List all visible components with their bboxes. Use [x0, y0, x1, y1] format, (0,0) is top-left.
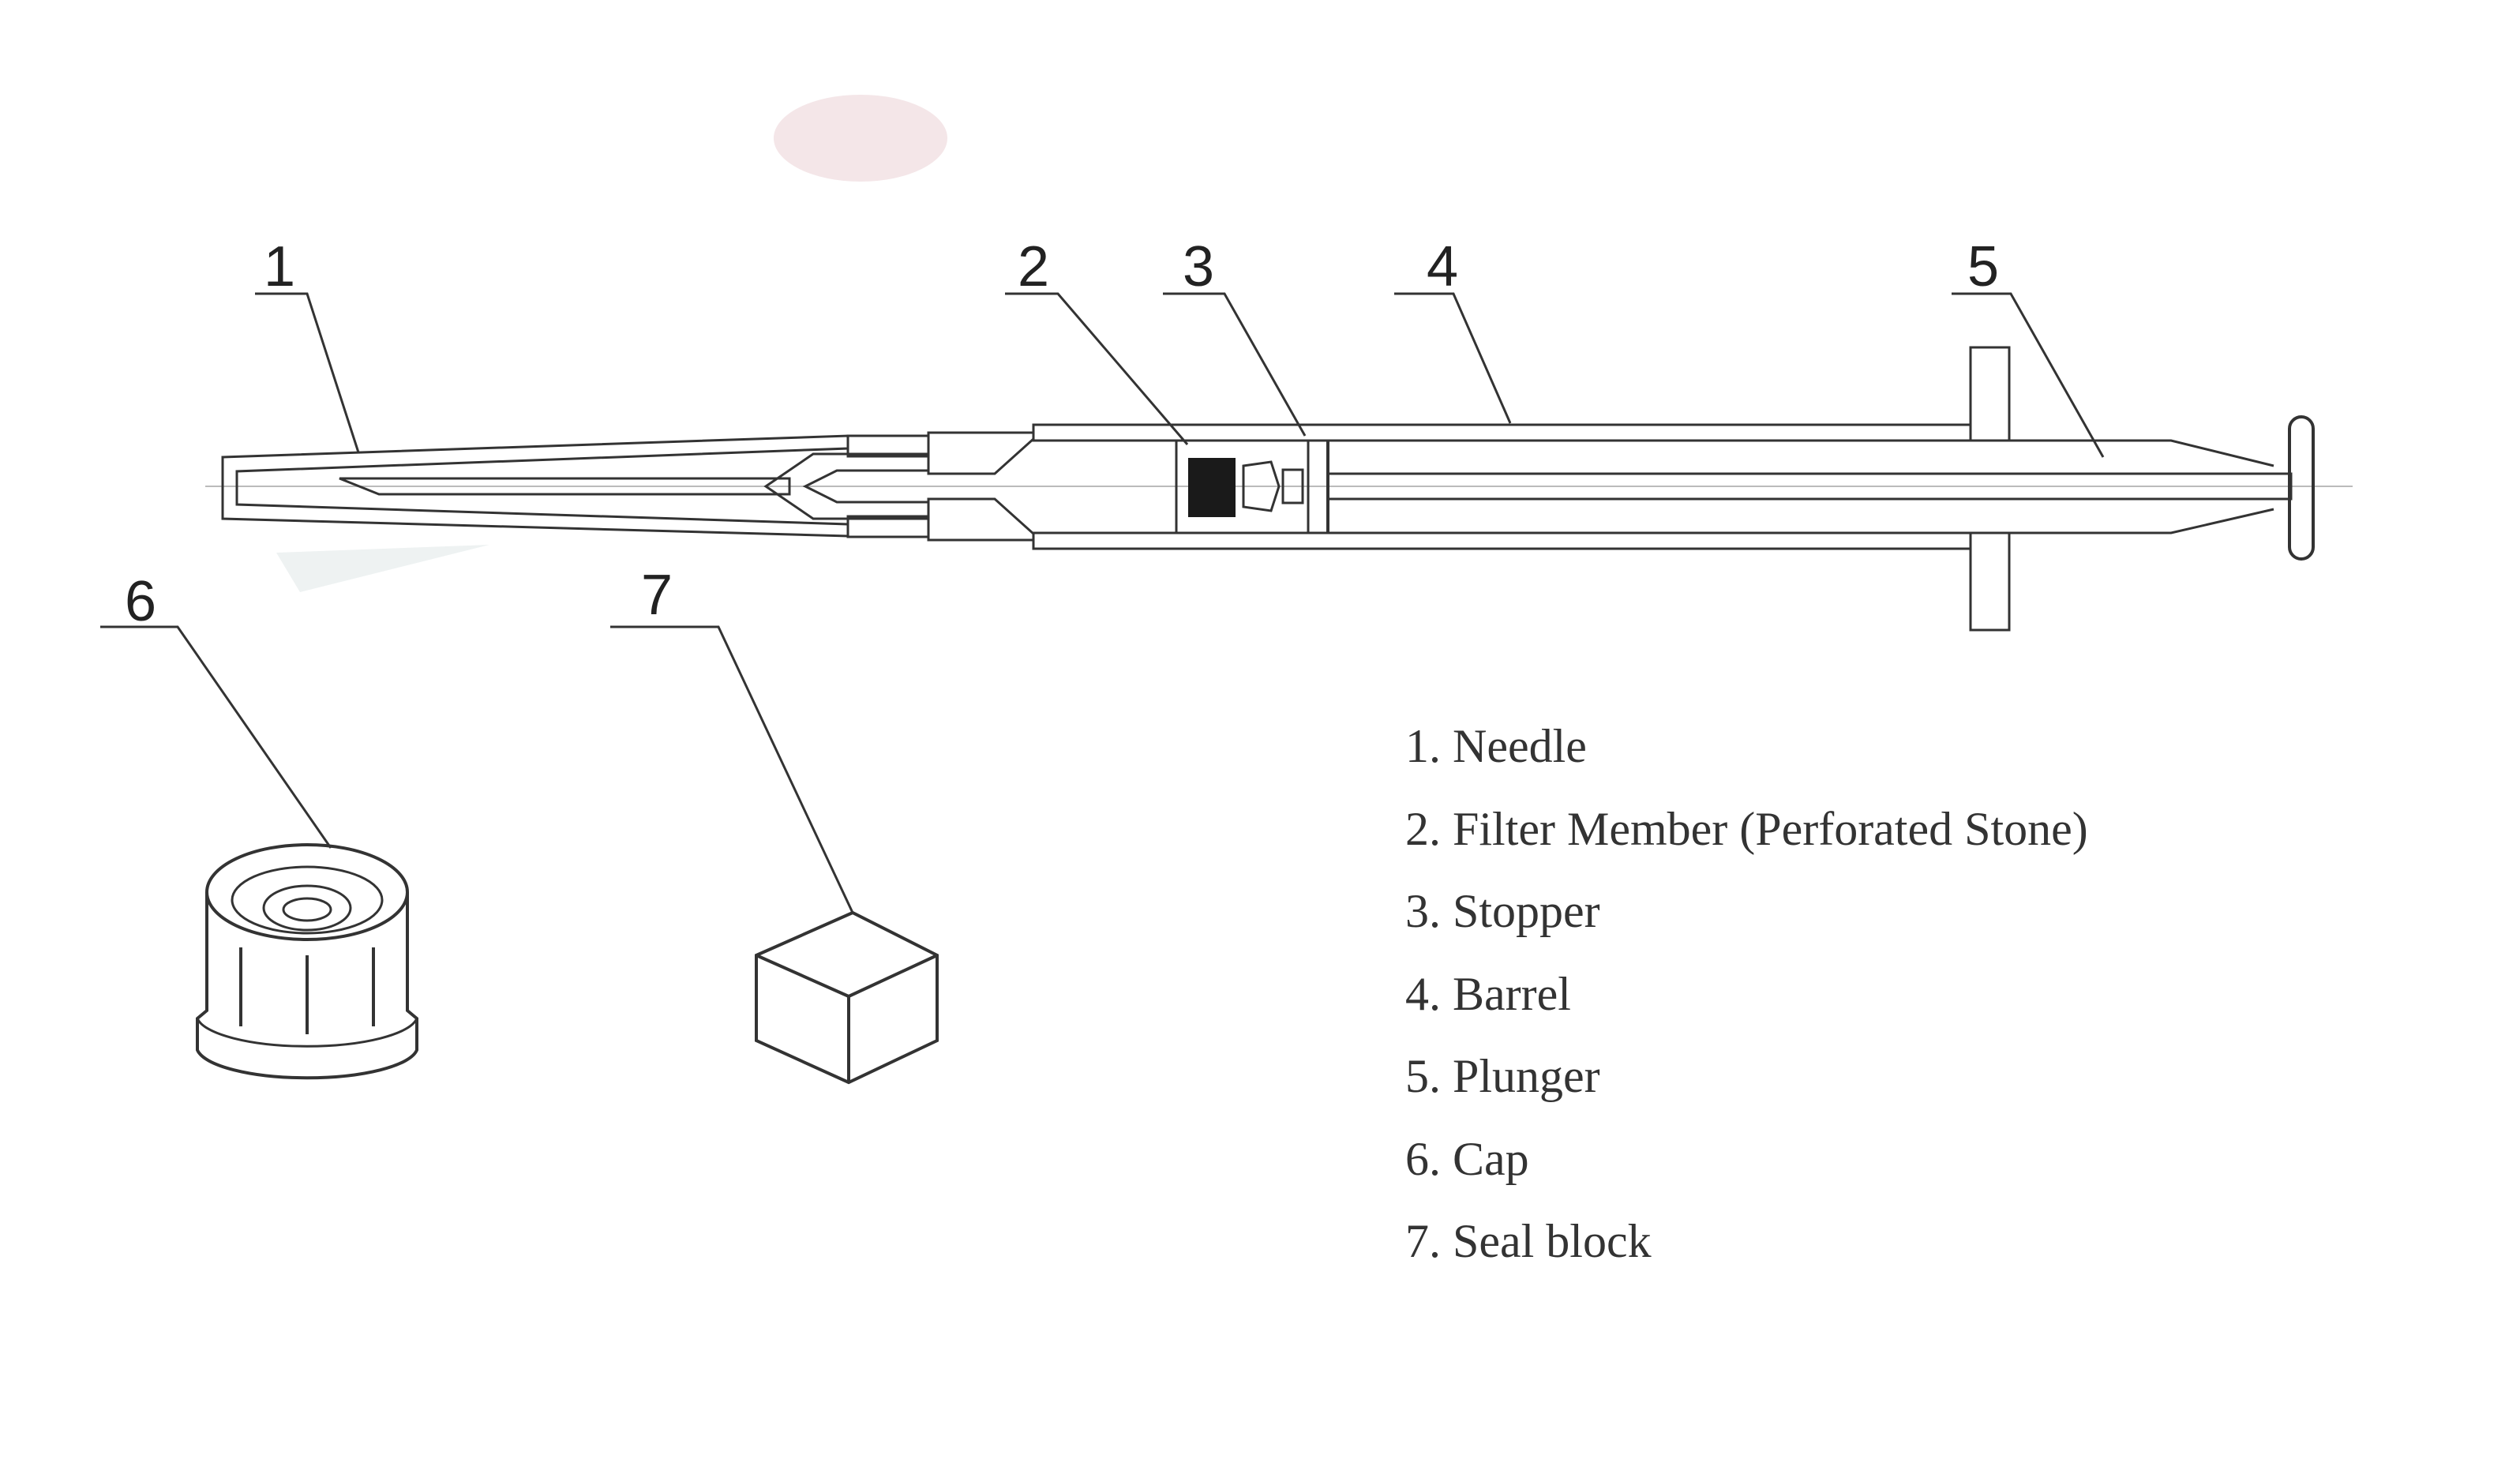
callout-5: 5: [1952, 235, 2105, 458]
barrel: [1032, 346, 2011, 632]
callout-label: 4: [1427, 235, 1458, 298]
callout-label: 6: [125, 570, 156, 633]
callout-3: 3: [1163, 235, 1307, 437]
legend-item: 4. Barrel: [1405, 967, 1571, 1020]
smudge: [774, 95, 947, 182]
callout-1: 1: [255, 235, 360, 453]
smudge: [276, 545, 489, 592]
callout-label: 2: [1018, 235, 1049, 298]
flange-bottom: [1969, 531, 2011, 632]
legend-item: 1. Needle: [1405, 720, 1587, 772]
flange-top: [1969, 346, 2011, 442]
parts-legend: 1. Needle 2. Filter Member (Perforated S…: [1405, 711, 2088, 1288]
callout-7: 7: [610, 564, 854, 913]
seal-block: [755, 910, 939, 1085]
plunger: [1326, 415, 2315, 561]
legend-item: 3. Stopper: [1405, 885, 1600, 937]
stopper: [1175, 439, 1310, 534]
legend-item: 5. Plunger: [1405, 1050, 1600, 1102]
callout-label: 1: [264, 235, 295, 298]
needle: [221, 431, 1035, 542]
legend-item: 7. Seal block: [1405, 1215, 1652, 1267]
cap: [196, 843, 418, 1080]
filter-member: [1188, 458, 1236, 517]
callout-label: 7: [641, 564, 673, 627]
legend-item: 6. Cap: [1405, 1132, 1529, 1185]
callout-2: 2: [1005, 235, 1189, 445]
callout-6: 6: [100, 570, 332, 849]
legend-item: 2. Filter Member (Perforated Stone): [1405, 802, 2088, 855]
callout-4: 4: [1394, 235, 1512, 424]
callout-label: 5: [1967, 235, 1999, 298]
callout-label: 3: [1183, 235, 1214, 298]
